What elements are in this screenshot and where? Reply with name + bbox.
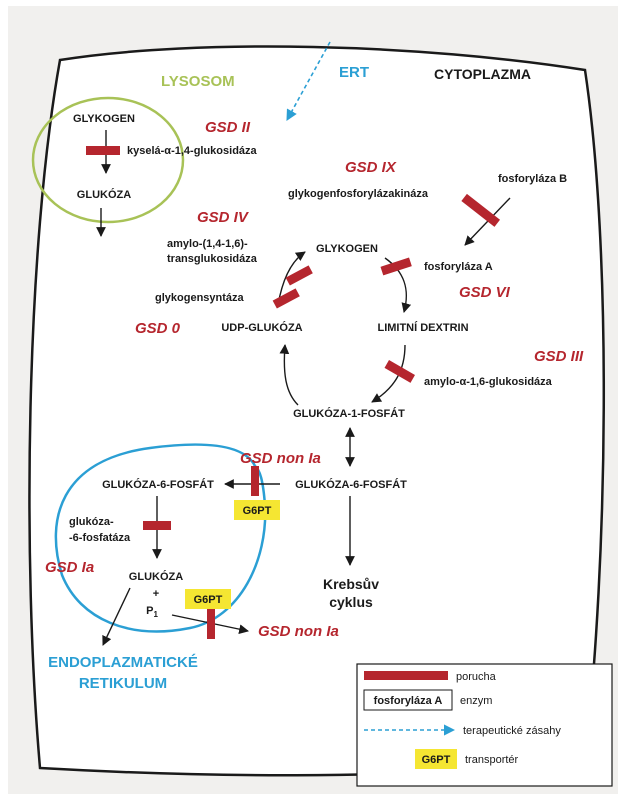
transporter-g6pt-bottom: G6PT — [194, 594, 223, 606]
legend-enzyme-sample: fosforyláza A — [374, 695, 443, 707]
enzyme-phosphorylase-b: fosforyláza B — [498, 173, 567, 185]
ert-arrow — [286, 41, 331, 121]
legend-enzyme-swatch — [363, 689, 453, 711]
disease-gsd-non-ia-top: GSD non Ia — [240, 450, 321, 467]
plus-sign: + — [153, 588, 159, 600]
legend-defect-swatch — [364, 671, 448, 680]
defect-bars — [86, 146, 501, 639]
arrow-glucose-er-out — [102, 587, 131, 646]
transporter-g6pt-top: G6PT — [243, 505, 272, 517]
defect-bar-g6pt-top — [251, 466, 259, 496]
ert-label: ERT — [339, 64, 369, 81]
defect-bar-g6pase — [143, 521, 171, 530]
phosphate: P1 — [146, 605, 158, 619]
transporter-g6pt-top-box — [234, 500, 280, 520]
disease-gsd-iv: GSD IV — [197, 209, 250, 226]
krebs-cycle-line2: cyklus — [329, 594, 373, 610]
legend-box — [356, 663, 613, 787]
enzyme-branching-line1: amylo-(1,4-1,6)- — [167, 238, 248, 250]
defect-bar-g6pt-bottom — [207, 607, 215, 639]
cytoplasm-label: CYTOPLAZMA — [434, 66, 531, 82]
lysosome-glycogen: GLYKOGEN — [73, 113, 135, 125]
enzyme-glycogen-synthase: glykogensyntáza — [155, 292, 245, 304]
defect-bar-acid-glucosidase — [86, 146, 120, 155]
udp-glucose: UDP-GLUKÓZA — [221, 321, 302, 334]
legend-enzyme-label: enzym — [460, 695, 492, 707]
glucose-6-phosphate-cytoplasm: GLUKÓZA-6-FOSFÁT — [295, 478, 407, 491]
disease-gsd-non-ia-bottom: GSD non Ia — [258, 623, 339, 640]
enzyme-phosphorylase-kinase: glykogenfosforylázakináza — [288, 188, 429, 200]
arrow-dextrin-to-g1p — [371, 344, 406, 403]
krebs-cycle-line1: Krebsův — [323, 576, 379, 592]
transporter-g6pt-bottom-box — [185, 589, 231, 609]
disease-gsd-ii: GSD II — [205, 119, 251, 136]
defect-bar-debranch — [384, 360, 415, 383]
defect-bar-branching — [285, 265, 313, 286]
glucose-6-phosphate-er: GLUKÓZA-6-FOSFÁT — [102, 478, 214, 491]
defect-bar-gys — [272, 288, 300, 309]
disease-gsd-ix: GSD IX — [345, 159, 397, 176]
enzyme-debranching: amylo-α-1,6-glukosidáza — [424, 376, 553, 388]
lysosome-membrane — [31, 96, 185, 224]
glucose-1-phosphate: GLUKÓZA-1-FOSFÁT — [293, 407, 405, 420]
legend-transporter-label: transportér — [465, 754, 519, 766]
enzyme-g6pase-line2: -6-fosfatáza — [69, 532, 131, 544]
arrow-g1p-to-udp — [279, 344, 299, 406]
legend: porucha fosforyláza A enzym terapeutické… — [356, 663, 613, 787]
disease-gsd-0: GSD 0 — [135, 320, 181, 337]
legend-transporter-swatch — [415, 749, 457, 769]
glucose-er: GLUKÓZA — [129, 570, 183, 583]
enzyme-acid-glucosidase: kyselá-α-1,4-glukosidáza — [127, 145, 258, 157]
disease-gsd-iii: GSD III — [534, 348, 584, 365]
legend-transporter-sample: G6PT — [422, 754, 451, 766]
limit-dextrin: LIMITNÍ DEXTRIN — [377, 321, 468, 334]
defect-bar-phk — [461, 193, 501, 227]
er-label-line2: RETIKULUM — [79, 675, 167, 692]
enzyme-phosphorylase-a: fosforyláza A — [424, 261, 493, 273]
arrow-glycogen-to-dextrin — [384, 257, 412, 313]
defect-bar-phos-a — [380, 257, 412, 276]
legend-therapy-label: terapeutické zásahy — [463, 725, 561, 737]
arrow-phos-b-to-a — [464, 197, 511, 246]
legend-defect-label: porucha — [456, 671, 497, 683]
glycogen: GLYKOGEN — [316, 243, 378, 255]
disease-gsd-vi: GSD VI — [459, 284, 511, 301]
lysosome-label: LYSOSOM — [161, 73, 235, 90]
enzyme-g6pase-line1: glukóza- — [69, 516, 114, 528]
lysosome-glucose: GLUKÓZA — [77, 188, 131, 201]
disease-gsd-ia: GSD Ia — [45, 559, 94, 576]
er-label-line1: ENDOPLAZMATICKÉ — [48, 654, 198, 671]
enzyme-branching-line2: transglukosidáza — [167, 253, 258, 265]
